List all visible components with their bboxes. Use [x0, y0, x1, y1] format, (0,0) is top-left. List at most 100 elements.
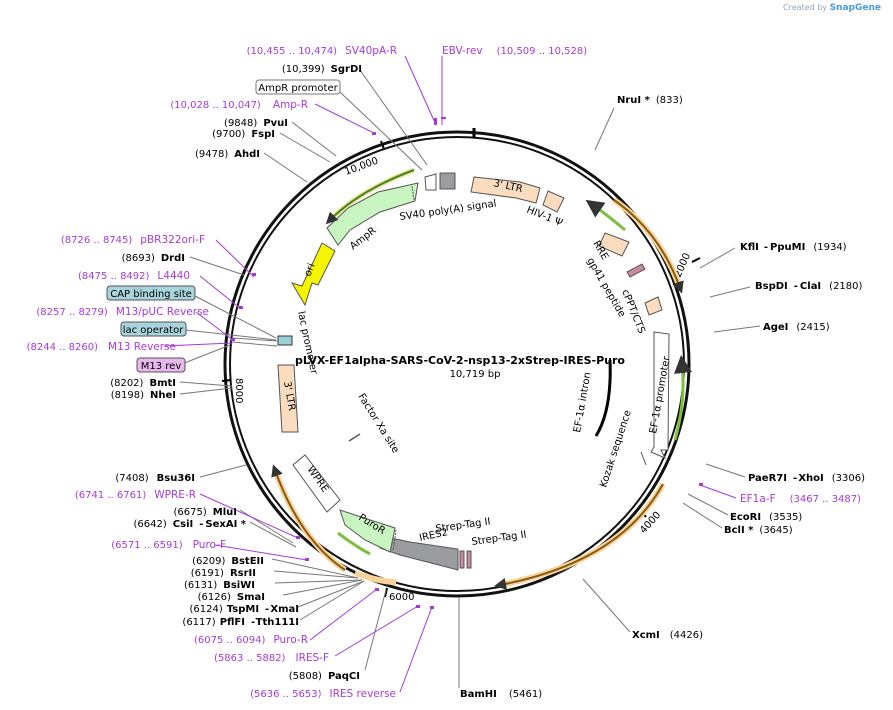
factor-xa-tick	[348, 433, 361, 442]
enzyme-xcmi: XcmI(4426)	[632, 630, 703, 641]
leader-nrui	[594, 107, 615, 151]
mark-sv40	[434, 118, 437, 125]
kozak-tick	[640, 451, 647, 466]
mark-ef1af	[699, 483, 703, 486]
ires2-label: IRES2	[418, 527, 449, 544]
ampr-promoter-label: AmpR promoter	[258, 83, 338, 94]
ori-label: ori	[303, 262, 318, 278]
orf-line-left-bottom	[271, 464, 346, 571]
enzyme-csii: (6642)CsiI-SexAI *	[134, 519, 247, 530]
pline-ampr	[314, 103, 375, 134]
leader-sites-2	[297, 580, 365, 608]
leader-sgrdi	[359, 69, 428, 166]
primer-puror: (6075 .. 6094)Puro-R	[194, 634, 308, 646]
tick-label-8000: 8000	[233, 378, 244, 403]
leader-bspdi	[709, 286, 751, 298]
leader-kfli	[699, 247, 736, 269]
enzyme-sgrdi: (10,399)SgrDI	[282, 64, 362, 75]
ampr-promoter-box	[255, 79, 341, 95]
leader-drdi	[189, 256, 245, 276]
tick-label-6000: 6000	[389, 592, 414, 603]
leader-ahdi	[263, 152, 308, 183]
enzyme-fspi: (9700)FspI	[212, 129, 275, 140]
enzyme-bamhi: BamHI(5461)	[460, 689, 542, 700]
ampr-orf-line	[325, 169, 415, 225]
leader-sites-3	[282, 579, 363, 596]
leader-fspi	[279, 132, 331, 163]
pline-l4440	[199, 275, 242, 310]
promoter-arc-right	[585, 199, 626, 232]
mark-puror	[375, 588, 379, 591]
mark-pbr	[252, 273, 256, 276]
rre-box	[598, 232, 630, 257]
lac-line-1	[231, 337, 278, 342]
pline-iresf	[334, 605, 419, 657]
enzyme-bsteii: (6209)BstEII	[192, 556, 264, 567]
gp41-arrow	[626, 263, 646, 278]
pline-m13rev	[163, 342, 233, 347]
ltr3-top-arrow	[470, 176, 541, 204]
enzyme-smai: (6126)SmaI	[198, 592, 265, 603]
primer-ampr: (10,028 .. 10,047)Amp-R	[170, 99, 308, 111]
leader-sites-1	[299, 580, 365, 621]
enzyme-paqci: (5808)PaqCI	[289, 671, 360, 682]
strep-tag-label-2: Strep-Tag II	[471, 529, 527, 548]
plasmid-size: 10,719 bp	[450, 369, 501, 380]
enzyme-drdi: (8693)DrdI	[122, 253, 185, 264]
mark-iresrev	[430, 606, 434, 609]
lac-promoter-box	[277, 335, 293, 346]
ltr3-left-label: 3' LTR	[281, 381, 297, 412]
puror-dash	[392, 529, 397, 552]
m13rev-label: M13 rev	[141, 361, 182, 372]
pline-pbr	[215, 239, 255, 278]
ef1a-intron-line	[594, 359, 612, 437]
enzyme-bcli: BclI *(3645)	[724, 525, 793, 536]
enzyme-paer7i: PaeR7I-XhoI(3306)	[748, 473, 865, 484]
leader-lines	[179, 69, 761, 688]
orf-line-right-top	[613, 199, 684, 294]
enzyme-rsrii: (6191)RsrII	[191, 568, 256, 579]
mark-l4440	[239, 306, 243, 309]
tick-8000	[221, 379, 232, 382]
leader-ecori	[687, 493, 729, 516]
pline-iresrev	[399, 606, 433, 693]
sv40-small-arrow	[424, 173, 437, 191]
mark-ebv	[441, 117, 446, 119]
m13rev-box	[136, 357, 186, 373]
tick-2000	[691, 257, 701, 263]
leader-bmti	[179, 381, 233, 387]
primer-iresrev: (5636 .. 5653)IRES reverse	[250, 688, 396, 700]
leader-cap	[194, 295, 277, 339]
leader-pvui	[291, 121, 337, 157]
ef1a-promoter-arrow	[650, 331, 670, 459]
leader-sites-5	[273, 570, 359, 579]
orf-arc-bottom	[353, 570, 397, 585]
sv40-polya-box	[439, 172, 456, 190]
puror-arrow	[339, 509, 396, 553]
leader-bsu36i	[199, 464, 247, 478]
ef1a-promoter-label: EF-1α promoter	[648, 355, 673, 435]
snapgene-credit: Created by SnapGene	[783, 3, 881, 13]
hiv-psi-box	[542, 190, 565, 213]
leader-bcli	[682, 502, 723, 529]
leader-xcmi	[582, 578, 631, 633]
enzyme-ahdi: (9478)AhdI	[195, 149, 260, 160]
primer-l4440: (8475 .. 8492)L4440	[78, 270, 190, 282]
primer-m13rev: (8244 .. 8260)M13 Reverse	[27, 341, 176, 353]
enzyme-mlui: (6675)MluI	[174, 507, 237, 518]
ori-arrow	[290, 242, 336, 307]
mark-wpre	[296, 536, 300, 539]
leader-sites-6	[271, 558, 359, 579]
primer-wpre: (6741 .. 6761)WPRE-R	[75, 489, 196, 501]
primer-pbr: (8726 .. 8745)pBR322ori-F	[61, 234, 205, 246]
ef1a-green-arc	[673, 355, 692, 441]
pline-m13puc	[195, 311, 234, 341]
leader-mlui	[239, 509, 294, 544]
pline-puror	[309, 588, 378, 641]
strep-tag-box-2	[466, 550, 472, 569]
sv40-label: SV40 poly(A) signal	[399, 198, 497, 222]
mark-purof	[305, 558, 309, 561]
primer-lines	[163, 55, 737, 693]
leader-paqci	[364, 589, 387, 671]
enzyme-bspdi: BspDI-ClaI(2180)	[755, 281, 863, 292]
